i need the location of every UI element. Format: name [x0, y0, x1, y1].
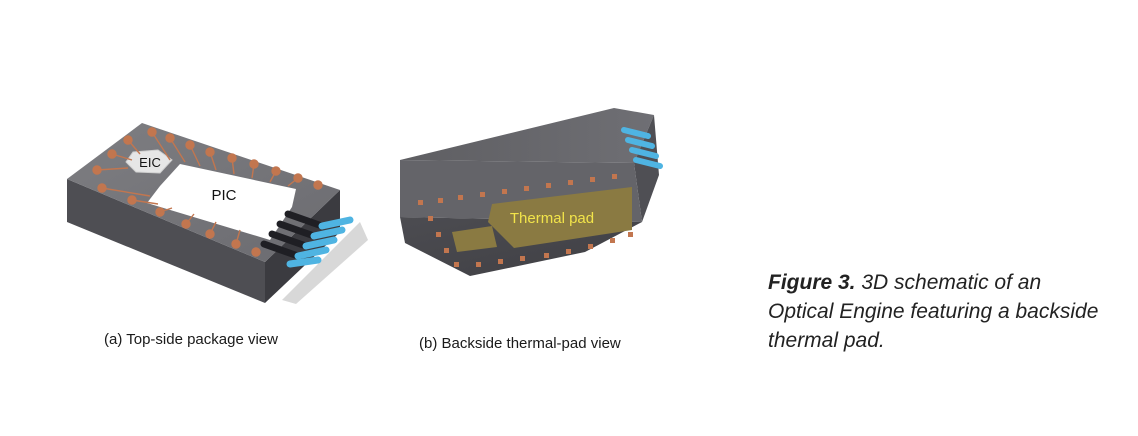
package-top-face: [400, 108, 654, 163]
eic-label: EIC: [139, 155, 161, 170]
figure-caption: Figure 3. 3D schematic of an Optical Eng…: [768, 268, 1108, 355]
figure-caption-text: 3D schematic of an Optical Engine featur…: [768, 271, 1099, 352]
package-shadow: [282, 222, 368, 304]
caption-backside-view: (b) Backside thermal-pad view: [419, 335, 621, 352]
wire-bond-pads: [92, 127, 323, 257]
pic-chip: [147, 164, 296, 240]
top-side-package: EIC PIC: [67, 123, 368, 304]
perimeter-pads: [418, 174, 633, 267]
thermal-pad-label: Thermal pad: [510, 210, 594, 227]
caption-top-side-view: (a) Top-side package view: [104, 331, 278, 348]
thermal-pad: [488, 187, 632, 248]
fiber-stubs: [621, 127, 663, 169]
optical-fiber-array: [260, 210, 354, 268]
small-pad: [452, 226, 497, 252]
backside-package: Thermal pad: [400, 108, 663, 276]
figure-number: Figure 3.: [768, 271, 856, 294]
package-side-left: [67, 179, 265, 303]
package-right-face: [634, 115, 659, 222]
eic-chip: [125, 149, 173, 174]
pic-label: PIC: [211, 187, 236, 204]
